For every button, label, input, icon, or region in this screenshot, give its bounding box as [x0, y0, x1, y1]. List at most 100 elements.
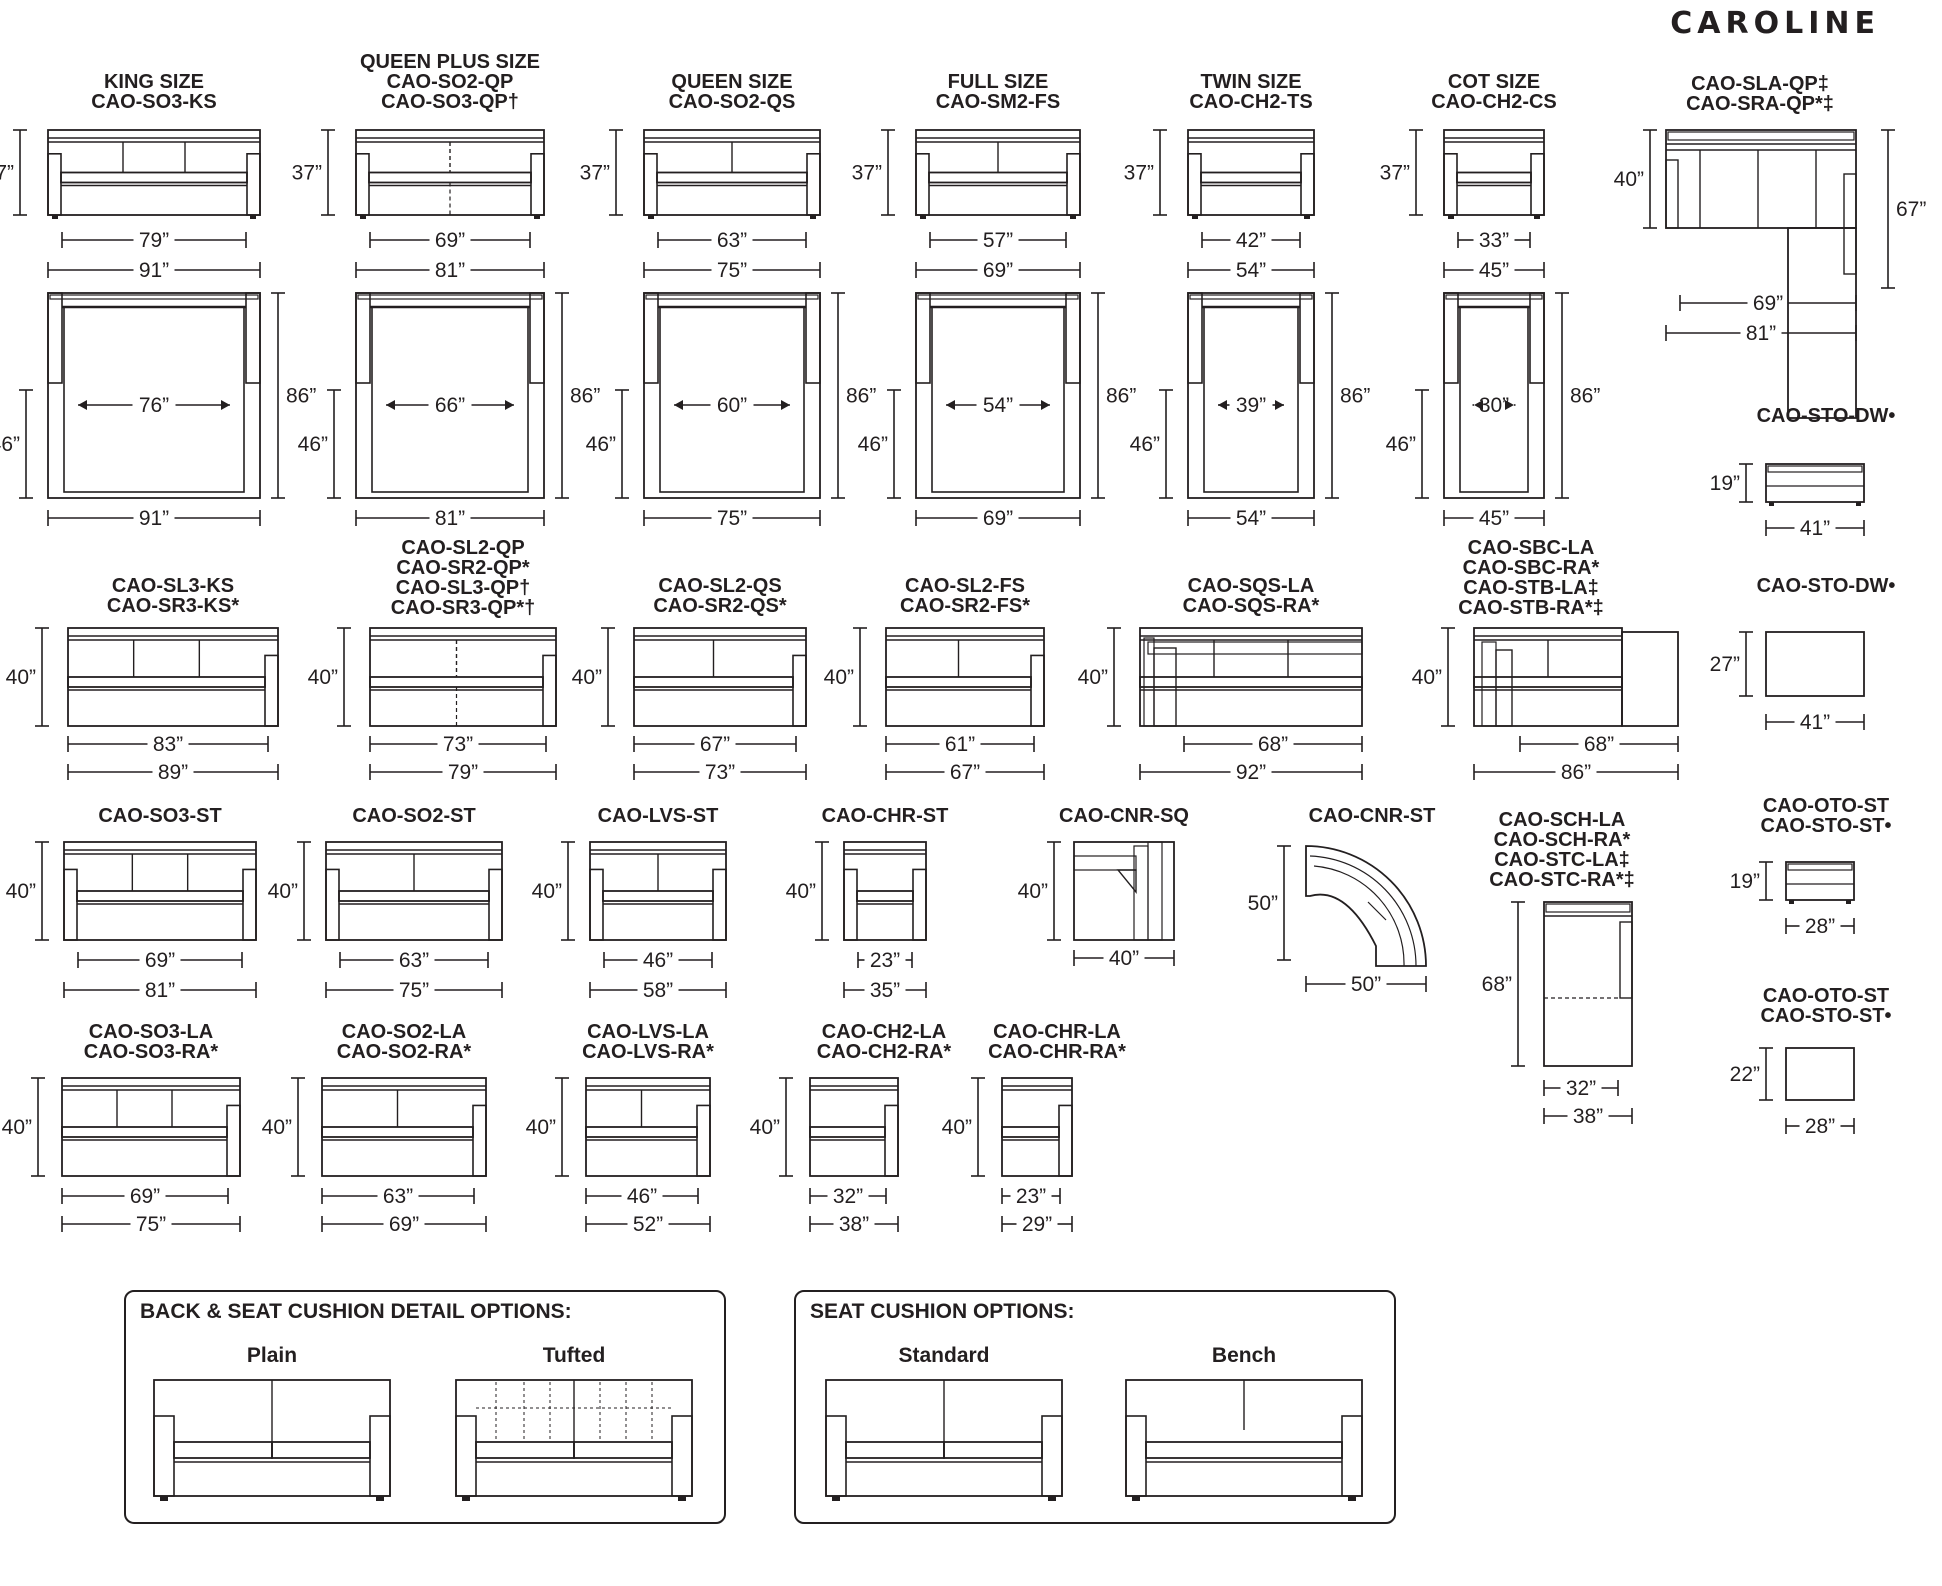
outline-rect [49, 294, 259, 300]
width-dimension: 73” [633, 761, 807, 784]
sofa-front-view [1187, 129, 1315, 219]
outline-rect [915, 292, 931, 384]
dimension-value: 86” [1340, 385, 1370, 408]
height-dimension: 67” [1881, 129, 1926, 289]
dimension-value: 38” [1573, 1105, 1603, 1128]
model-code: CAO-SO3-ST [98, 805, 221, 827]
model-code: CAO-SQS-RA* [1183, 595, 1320, 617]
model-code: CAO-SL3-QP† [396, 577, 530, 599]
width-dimension: 69” [321, 1213, 487, 1236]
dimension-value: 40” [6, 880, 36, 903]
wedge-outline [1305, 845, 1427, 967]
dimension-value: 19” [1730, 870, 1760, 893]
model-code: CAO-SL2-FS [905, 575, 1025, 597]
model-code: CAO-CHR-RA* [988, 1041, 1126, 1063]
piece-group: CAO-SO3-ST 40” 69” 81” [6, 805, 257, 1002]
sofa-front-view [63, 841, 257, 941]
width-dimension: 91” [47, 259, 261, 282]
outline-rect [1621, 631, 1679, 727]
height-dimension: 46” [1130, 389, 1173, 499]
dimension-value: 75” [717, 507, 747, 530]
dimension-value: 89” [158, 761, 188, 784]
dimension-value: 40” [1078, 666, 1108, 689]
model-code: CAO-SO3-RA* [84, 1041, 219, 1063]
dimension-value: 61” [945, 733, 975, 756]
dimension-value: 91” [139, 259, 169, 282]
dimension-value: 79” [139, 229, 169, 252]
outline-rect [885, 676, 1032, 688]
seat-cushion-options-panel: SEAT CUSHION OPTIONS: Standard Bench [794, 1290, 1396, 1524]
outline-rect [63, 868, 78, 941]
outline-rect [1765, 463, 1865, 503]
width-dimension: 69” [915, 507, 1081, 530]
height-dimension: 40” [6, 627, 49, 727]
sofa-leg [920, 215, 926, 219]
outline-rect [1495, 649, 1513, 727]
sofa-front-view [355, 129, 545, 219]
mattress-width-dimension: 66” [386, 394, 514, 417]
dimension-value: 76” [139, 394, 169, 417]
model-code: CAO-SCH-RA* [1494, 829, 1631, 851]
sleeper-open-view [1187, 292, 1315, 499]
model-code: CAO-SO2-ST [352, 805, 475, 827]
sofa-front-view [885, 627, 1045, 727]
height-dimension: 86” [555, 292, 600, 499]
outline-rect [1443, 153, 1458, 216]
height-dimension: 46” [858, 389, 901, 499]
sleeper-open-view [1443, 292, 1545, 499]
width-dimension: 54” [1187, 507, 1315, 530]
sofa-front-view [915, 129, 1081, 219]
outline-rect [1147, 641, 1363, 655]
width-dimension: 69” [369, 229, 531, 252]
model-code: CAO-SR3-QP*† [391, 597, 535, 619]
dimension-value: 37” [1380, 162, 1410, 185]
height-dimension: 46” [1386, 389, 1429, 499]
option-standard-label: Standard [898, 1344, 990, 1367]
model-code: KING SIZE [104, 71, 204, 93]
width-dimension: 28” [1785, 1115, 1855, 1138]
outline-rect [792, 654, 807, 727]
wedge-arc [1309, 855, 1417, 967]
dimension-value: 52” [633, 1213, 663, 1236]
height-dimension: 40” [1018, 841, 1061, 941]
width-dimension: 81” [355, 259, 545, 282]
height-dimension: 86” [1555, 292, 1600, 499]
outline-rect [712, 868, 727, 941]
ottoman-leg [1846, 900, 1851, 904]
dimension-value: 40” [750, 1116, 780, 1139]
sofa-leg [462, 1496, 470, 1501]
outline-rect [643, 292, 821, 499]
sofa-leg [160, 1496, 168, 1501]
width-dimension: 38” [809, 1213, 899, 1236]
dimension-value: 81” [145, 979, 175, 1002]
outline-rect [173, 1441, 273, 1459]
width-dimension: 75” [643, 259, 821, 282]
outline-rect [542, 654, 557, 727]
outline-rect [806, 153, 821, 216]
dimension-value: 63” [399, 949, 429, 972]
outline-rect [915, 153, 930, 216]
outline-rect [943, 1441, 1043, 1459]
outline-rect [1443, 292, 1545, 499]
mattress-width-dimension: 39” [1218, 394, 1284, 417]
outline-rect [1765, 631, 1865, 697]
dimension-value: 83” [153, 733, 183, 756]
dimension-value: 73” [705, 761, 735, 784]
option-bench: Bench [1124, 1344, 1364, 1506]
outline-rect [455, 1415, 477, 1497]
model-code: CAO-STB-LA‡ [1463, 577, 1599, 599]
ottoman-group: CAO-STO-DW•19”41” [1710, 405, 1896, 540]
outline-rect [1147, 841, 1163, 941]
width-dimension: 50” [1305, 973, 1427, 996]
outline-rect [67, 676, 266, 688]
sleeper-sectional-group: CAO-SLA-QP‡CAO-SRA-QP*‡40”67”69”81” [1614, 73, 1926, 419]
option-plain: Plain [152, 1344, 392, 1506]
width-dimension: 69” [77, 949, 243, 972]
